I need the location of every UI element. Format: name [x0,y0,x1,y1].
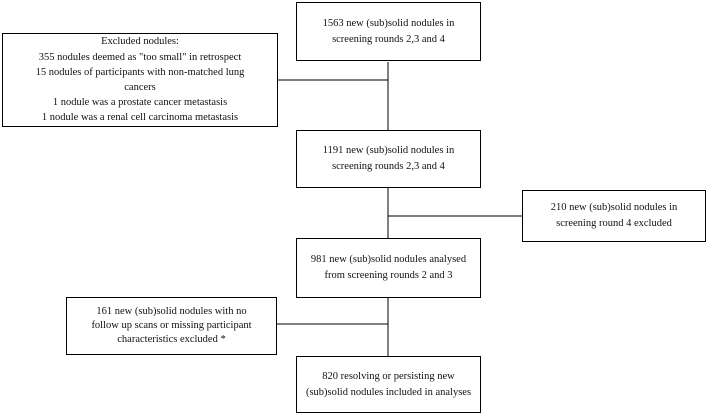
box-second-line-2: screening rounds 2,3 and 4 [332,161,445,172]
excluded-too-small: 355 nodules deemed as "too small" in ret… [38,51,242,63]
box-excluded-round4-line-1: 210 new (sub)solid nodules in [550,202,678,214]
box-excluded-followup-line-1: 161 new (sub)solid nodules with no [96,305,247,317]
box-excluded-first: Excluded nodules: 355 nodules deemed as … [2,33,278,127]
box-analysed: 981 new (sub)solid nodules analysed from… [296,238,481,298]
box-excluded-round4: 210 new (sub)solid nodules in screening … [522,190,706,242]
box-second: 1191 new (sub)solid nodules in screening… [296,130,481,188]
excluded-non-matched: 15 nodules of participants with non-matc… [35,66,245,78]
box-excluded-followup-line-3: characteristics excluded * [117,334,226,346]
box-second-line-1: 1191 new (sub)solid nodules in [322,145,455,157]
box-start-line-1: 1563 new (sub)solid nodules in [322,17,455,29]
box-final-line-2: (sub)solid nodules included in analyses [305,386,472,398]
box-final: 820 resolving or persisting new (sub)sol… [296,356,481,413]
excluded-heading: Excluded nodules: [101,36,179,48]
box-excluded-round4-line-2: screening round 4 excluded [556,218,672,229]
excluded-non-matched-cont: cancers [124,82,156,93]
box-excluded-followup-line-2: follow up scans or missing participant [91,319,252,331]
box-final-line-1: 820 resolving or persisting new [322,370,455,382]
box-start: 1563 new (sub)solid nodules in screening… [296,2,481,61]
box-analysed-line-1: 981 new (sub)solid nodules analysed [310,254,467,266]
box-start-line-2: screening rounds 2,3 and 4 [332,33,445,45]
box-analysed-line-2: from screening rounds 2 and 3 [324,270,453,281]
excluded-renal: 1 nodule was a renal cell carcinoma meta… [41,112,239,124]
box-excluded-followup: 161 new (sub)solid nodules with no follo… [66,297,277,355]
excluded-prostate: 1 nodule was a prostate cancer metastasi… [52,97,228,109]
